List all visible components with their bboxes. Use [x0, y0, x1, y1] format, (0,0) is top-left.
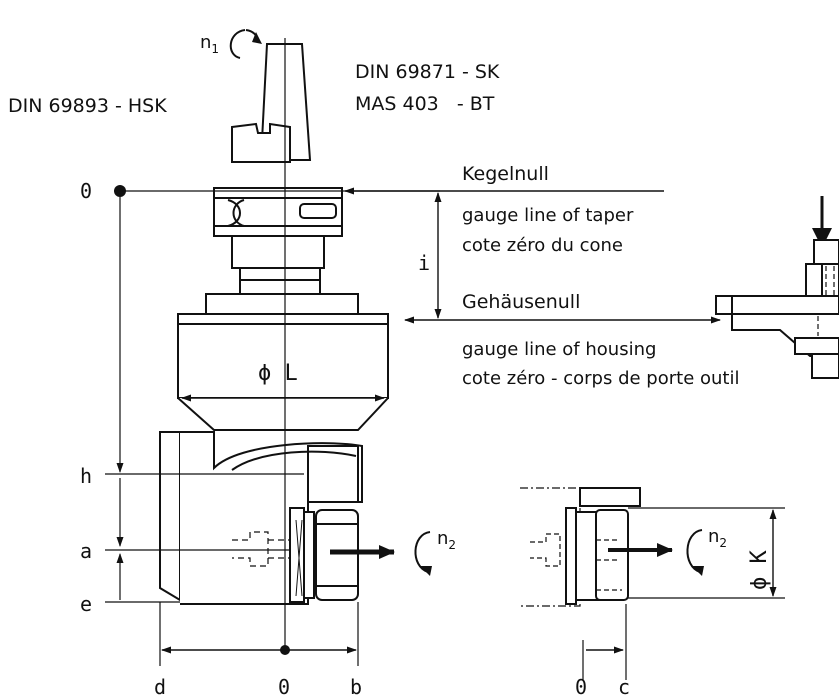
gehaeusenull-label: Gehäusenull	[462, 291, 580, 313]
din-sk-label: DIN 69871 - SK	[355, 61, 500, 83]
detail-hidden-lines	[530, 533, 622, 591]
mas-bt-label: MAS 403 - BT	[355, 93, 495, 115]
hsk-shank	[231, 122, 291, 163]
zero-main-label: 0	[278, 675, 290, 699]
hidden-lines	[232, 531, 290, 567]
dimension-b-label: b	[350, 675, 362, 699]
diameter-k-label: ϕ K	[747, 550, 772, 590]
n1-label: n1	[200, 32, 219, 56]
collet-nut	[315, 509, 359, 601]
gauge-housing-en: gauge line of housing	[462, 339, 656, 360]
angle-body	[159, 431, 181, 602]
output-rotation-icon: n2	[414, 528, 456, 576]
neck	[231, 235, 325, 269]
kegelnull-label: Kegelnull	[462, 163, 549, 185]
dimension-h-label: h	[80, 464, 92, 488]
dimension-a-label: a	[80, 539, 92, 563]
gauge-taper-fr: cote zéro du cone	[462, 235, 623, 256]
input-rotation-icon: n1	[200, 29, 262, 59]
detail-view	[520, 487, 641, 607]
side-detail	[715, 196, 839, 379]
dimension-i-label: i	[418, 251, 430, 275]
collar	[205, 293, 359, 315]
dimension-c-label: c	[618, 675, 630, 699]
n2-detail-label: n2	[708, 526, 727, 550]
zero-vertical-label: 0	[80, 179, 92, 203]
detail-rotation-icon: n2	[686, 526, 727, 576]
diameter-l-label: ϕ L	[258, 361, 298, 386]
dimension-e-label: e	[80, 592, 92, 616]
gauge-taper-en: gauge line of taper	[462, 205, 634, 226]
zero-detail-label: 0	[575, 675, 587, 699]
dimension-d-label: d	[154, 675, 166, 699]
n2-label: n2	[437, 528, 456, 552]
angle-head-body	[159, 43, 389, 605]
gauge-housing-fr: cote zéro - corps de porte outil	[462, 368, 739, 389]
housing	[177, 313, 389, 399]
din-hsk-label: DIN 69893 - HSK	[8, 95, 167, 117]
